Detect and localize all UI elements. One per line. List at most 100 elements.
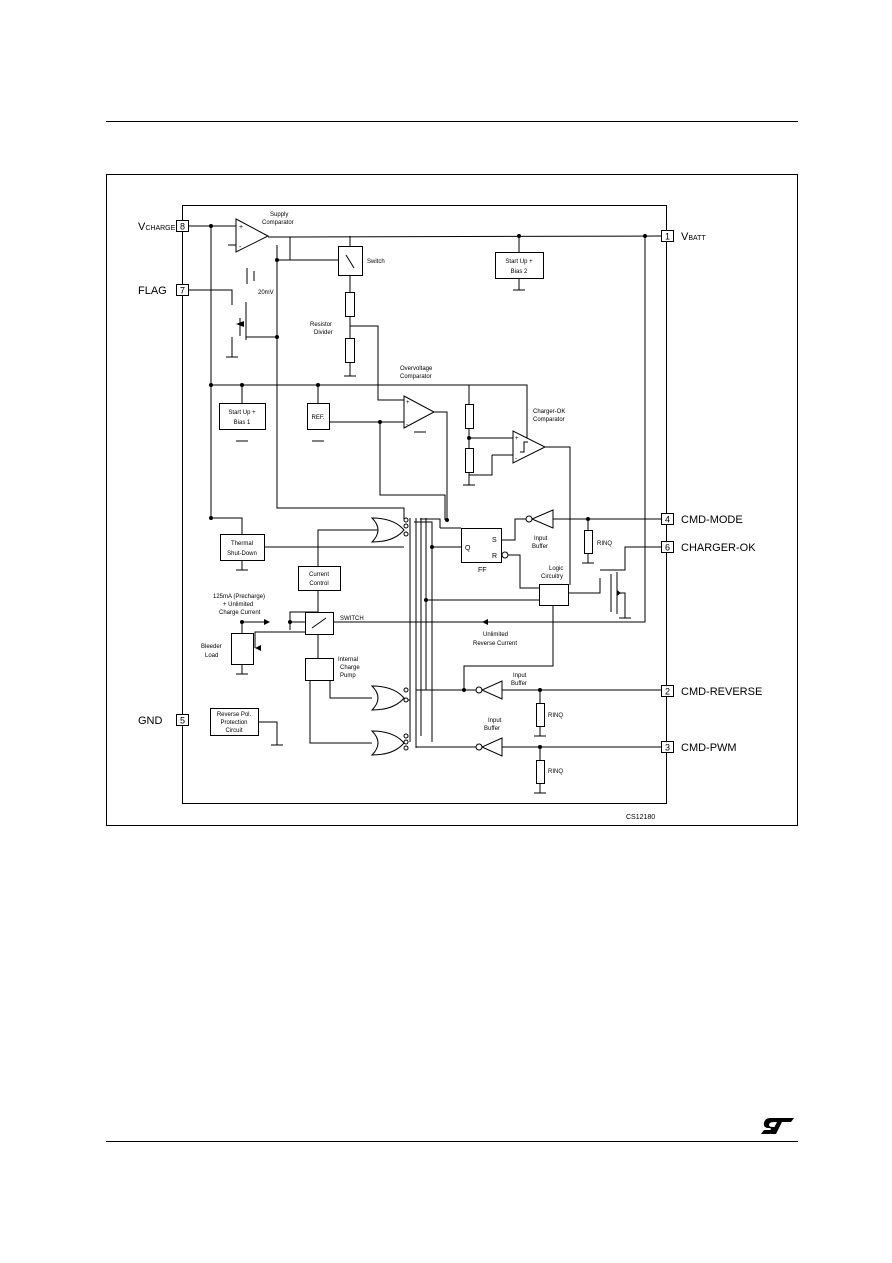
svg-text:Buffer: Buffer	[484, 726, 500, 732]
svg-text:Current: Current	[309, 572, 329, 578]
svg-text:Buffer: Buffer	[511, 681, 527, 687]
svg-text:CHARGER-OK: CHARGER-OK	[681, 542, 756, 554]
pin-flag: 7 FLAG	[138, 284, 189, 297]
input-buffer-reverse: Input Buffer	[475, 673, 527, 700]
svg-text:4: 4	[665, 515, 670, 525]
figure-frame	[106, 174, 798, 826]
svg-text:Supply: Supply	[270, 212, 288, 218]
svg-text:7: 7	[180, 286, 185, 296]
or-gate-top	[370, 517, 409, 543]
svg-text:+ Unlimited: + Unlimited	[223, 602, 253, 608]
wiring	[188, 225, 662, 793]
svg-text:-: -	[239, 244, 242, 251]
svg-text:R: R	[492, 553, 497, 560]
svg-text:Comparator: Comparator	[262, 220, 294, 226]
svg-text:+: +	[239, 224, 243, 231]
svg-text:Switch: Switch	[367, 259, 385, 265]
svg-text:Comparator: Comparator	[400, 374, 432, 380]
overvoltage-comparator: + - Overvoltage Comparator	[400, 366, 436, 429]
svg-text:Bleeder: Bleeder	[201, 644, 222, 650]
svg-text:CMD-REVERSE: CMD-REVERSE	[681, 686, 762, 698]
header-rule	[106, 121, 798, 122]
svg-text:Input: Input	[513, 673, 527, 679]
svg-text:S: S	[492, 537, 497, 544]
st-logo	[761, 1118, 794, 1134]
svg-text:Logic: Logic	[549, 566, 563, 572]
svg-text:-: -	[406, 422, 408, 428]
svg-text:CMD-MODE: CMD-MODE	[681, 514, 743, 526]
svg-text:Start Up +: Start Up +	[505, 259, 533, 265]
chargerok-divider	[465, 404, 474, 473]
svg-text:Buffer: Buffer	[532, 544, 548, 550]
ground-symbols	[226, 289, 631, 794]
pin-cmd-reverse: 2 CMD-REVERSE	[661, 685, 762, 698]
svg-text:8: 8	[180, 222, 185, 232]
svg-text:Resistor: Resistor	[310, 322, 332, 328]
svg-text:RINQ: RINQ	[548, 769, 563, 775]
current-control-block: Current Control	[298, 566, 341, 591]
flip-flop: Q S R FF	[461, 528, 509, 574]
svg-text:Input: Input	[488, 718, 502, 724]
svg-text:Circuitry: Circuitry	[541, 574, 563, 580]
svg-text:6: 6	[665, 543, 670, 553]
rinq-pwm: RINQ	[536, 760, 563, 784]
svg-text:RINQ: RINQ	[597, 541, 612, 547]
svg-text:-: -	[515, 456, 517, 462]
svg-text:Load: Load	[205, 653, 218, 659]
svg-text:Input: Input	[534, 536, 548, 542]
charge-pump-block: Internal Charge Pump	[305, 657, 360, 681]
rinq-reverse: RINQ	[536, 703, 563, 727]
svg-text:Protection: Protection	[220, 720, 247, 726]
chargerok-transistor	[610, 574, 621, 612]
supply-comparator: + - Supply Comparator	[235, 212, 294, 253]
svg-text:+: +	[406, 400, 410, 406]
flag-transistor	[236, 302, 247, 340]
svg-text:FLAG: FLAG	[138, 285, 167, 297]
svg-text:Reverse Pol.: Reverse Pol.	[217, 712, 252, 718]
svg-text:Unlimited: Unlimited	[483, 632, 508, 638]
svg-text:Divider: Divider	[314, 330, 333, 336]
reverse-pol-block: Reverse Pol. Protection Circuit	[210, 708, 259, 736]
svg-text:2: 2	[665, 687, 670, 697]
startup-bias2-block: Start Up + Bias 2	[495, 252, 544, 279]
or-gate-reverse	[370, 685, 409, 711]
svg-text:Pump: Pump	[340, 673, 356, 679]
svg-text:SWITCH: SWITCH	[340, 616, 364, 622]
svg-text:Thermal: Thermal	[231, 541, 253, 547]
svg-text:VBATT: VBATT	[681, 231, 706, 243]
input-buffer-mode: Input Buffer	[525, 509, 554, 550]
svg-text:Bias 2: Bias 2	[511, 269, 528, 275]
svg-text:125mA (Precharge): 125mA (Precharge)	[213, 594, 265, 600]
svg-text:Circuit: Circuit	[225, 728, 242, 734]
svg-text:GND: GND	[138, 715, 163, 727]
pin-cmd-mode: 4 CMD-MODE	[661, 513, 743, 526]
pin-vbatt: 1 VBATT	[661, 230, 706, 243]
svg-text:Control: Control	[309, 581, 328, 587]
startup-bias1-block: Start Up + Bias 1	[219, 403, 266, 430]
ic-body	[182, 205, 667, 804]
svg-text:FF: FF	[478, 567, 487, 574]
svg-text:Shut-Down: Shut-Down	[227, 551, 257, 557]
pin-charger-ok: 6 CHARGER-OK	[661, 541, 756, 554]
svg-text:Internal: Internal	[338, 657, 358, 663]
pin-vcharge: 8 VCHARGE	[138, 220, 189, 233]
svg-text:Charger-OK: Charger-OK	[533, 409, 565, 415]
switch-mid: SWITCH	[264, 612, 488, 635]
svg-text:VCHARGE: VCHARGE	[138, 221, 176, 233]
svg-text:20mV: 20mV	[258, 290, 274, 296]
svg-text:1: 1	[665, 232, 670, 242]
rinq-mode: RINQ	[584, 530, 612, 554]
input-buffer-pwm: Input Buffer	[475, 718, 503, 757]
svg-text:Reverse Current: Reverse Current	[473, 641, 517, 647]
chargerok-comparator: + - Charger-OK Comparator	[512, 409, 565, 464]
svg-text:Comparator: Comparator	[533, 417, 565, 423]
pin-cmd-pwm: 3 CMD-PWM	[661, 741, 737, 754]
logic-circuitry-block: Logic Circuitry	[539, 566, 569, 606]
svg-text:Start Up +: Start Up +	[228, 410, 256, 416]
svg-text:Charge: Charge	[340, 665, 360, 671]
resistor-divider: Resistor Divider	[310, 292, 355, 363]
or-gate-pwm	[370, 730, 409, 756]
svg-text:Q: Q	[465, 545, 471, 552]
svg-text:Overvoltage: Overvoltage	[400, 366, 433, 372]
